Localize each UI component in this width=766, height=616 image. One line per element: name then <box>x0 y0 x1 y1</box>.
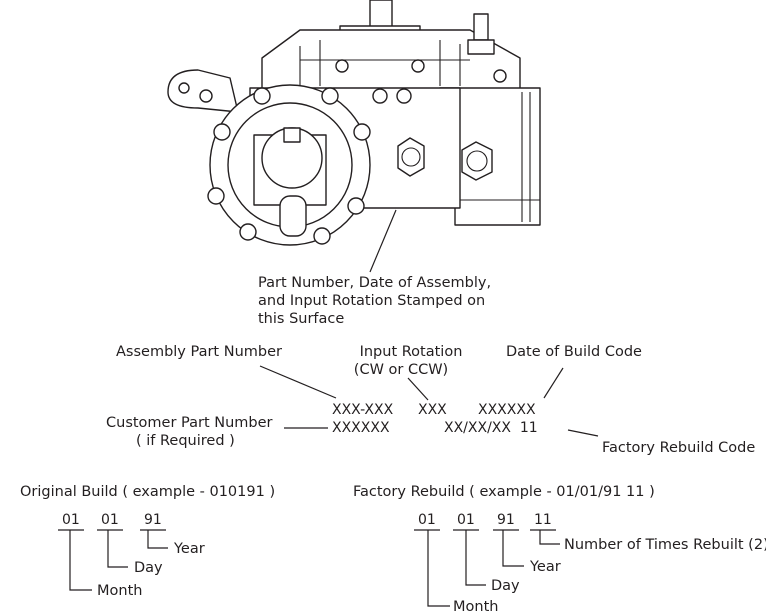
factory-rebuild-brackets <box>414 529 560 607</box>
customer-code-value: XXXXXX <box>332 420 390 436</box>
input-rotation-label: Input Rotation <box>359 344 463 360</box>
customer-part-number-label: Customer Part Number <box>106 415 273 431</box>
rebuild-code-value: XX/XX/XX 11 <box>444 420 538 436</box>
pump-port <box>279 195 307 237</box>
arm-pivot-hole <box>178 82 190 94</box>
end-cap-bolts <box>199 87 371 245</box>
original-year-digits: 91 <box>144 512 162 528</box>
pump-fitting <box>473 13 489 41</box>
factory-rebuild-code-label: Factory Rebuild Code <box>602 440 756 456</box>
pump-right-ribs <box>455 92 540 222</box>
assembly-part-number-label: Assembly Part Number <box>116 344 282 360</box>
original-day-label: Day <box>134 560 163 576</box>
rebuild-count-digits: 11 <box>534 512 552 528</box>
date-of-build-code-label: Date of Build Code <box>506 344 642 360</box>
rebuild-year-digits: 91 <box>497 512 515 528</box>
assembly-part-leader <box>259 365 337 399</box>
stamp-caption-line-1: Part Number, Date of Assembly, <box>258 275 492 291</box>
top-bolts <box>335 59 507 104</box>
factory-rebuild-title: Factory Rebuild ( example - 01/01/91 11 … <box>353 484 655 500</box>
rebuild-count-label: Number of Times Rebuilt (2) <box>564 537 766 553</box>
stamp-caption-line-2: and Input Rotation Stamped on <box>258 293 486 309</box>
rebuild-month-digits: 01 <box>418 512 436 528</box>
original-month-digits: 01 <box>62 512 80 528</box>
rebuild-day-label: Day <box>491 578 520 594</box>
original-day-digits: 01 <box>101 512 119 528</box>
original-build-title: Original Build ( example - 010191 ) <box>20 484 276 500</box>
stamp-caption-line-3: this Surface <box>258 311 345 327</box>
stamp-surface-leader <box>369 209 397 273</box>
rebuild-year-label: Year <box>530 559 561 575</box>
rebuild-day-digits: 01 <box>457 512 475 528</box>
body-hex-plugs <box>397 137 493 181</box>
original-year-label: Year <box>174 541 205 557</box>
rotation-code-value: XXX <box>418 402 447 418</box>
pump-fins <box>299 40 470 86</box>
original-build-brackets <box>58 529 168 591</box>
rebuild-code-leader <box>567 429 599 437</box>
rebuild-month-label: Month <box>453 599 499 615</box>
input-rotation-leader <box>407 377 429 401</box>
original-month-label: Month <box>97 583 143 599</box>
pump-shaft-top <box>369 0 393 29</box>
pump-fitting-base <box>467 39 495 55</box>
input-rotation-sub-label: (CW or CCW) <box>353 362 449 378</box>
shaft-keyway <box>283 127 301 143</box>
customer-part-number-sub-label: ( if Required ) <box>136 433 235 449</box>
assembly-code-value: XXX-XXX <box>332 402 394 418</box>
build-code-value: XXXXXX <box>478 402 536 418</box>
build-code-leader <box>543 367 564 399</box>
